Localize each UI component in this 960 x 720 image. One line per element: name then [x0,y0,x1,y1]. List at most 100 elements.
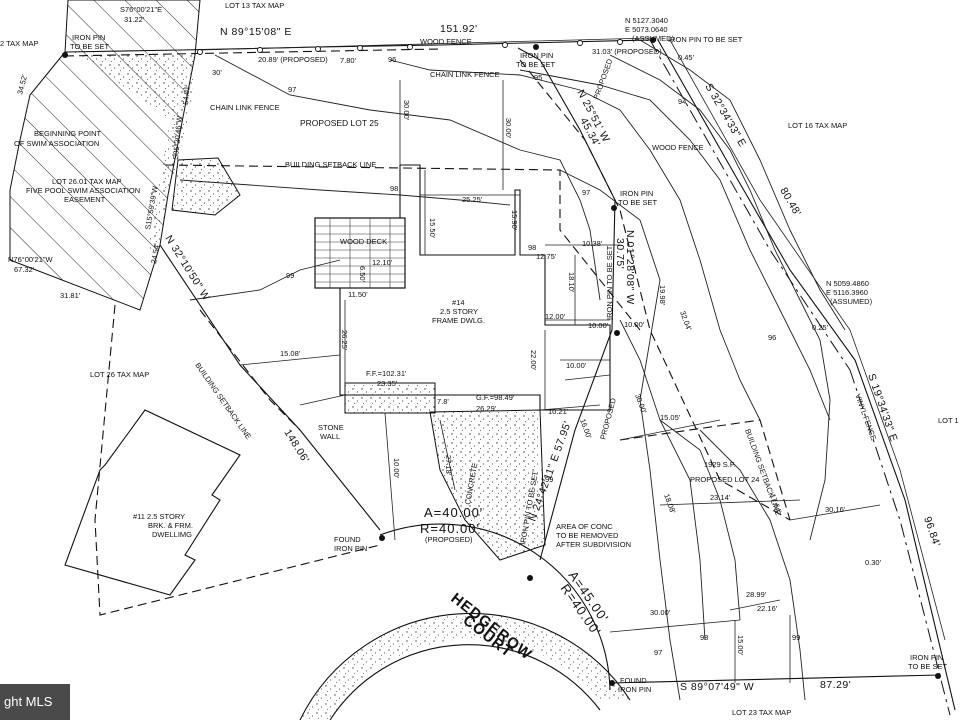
boundary-west-dash [94,304,381,616]
gf-label: G.F.=98.49' [476,393,515,402]
wood-deck-label: WOOD DECK [340,237,387,246]
proposed-lot25-label: PROPOSED LOT 25 [300,118,379,128]
bearing-b24: 31.81' [60,291,81,300]
beginning-point-2: OF SWIM ASSOCIATION [14,139,99,148]
boundary-south [609,674,941,684]
stone-wall-2: WALL [320,432,340,441]
proposed-label: PROPOSED [591,57,614,101]
contour-label-9: 96 [768,333,776,342]
bearing-b13: N 01°28'08" W [624,230,636,305]
dim-17: 10.00' [588,321,609,330]
wood-fence-line [199,37,651,51]
bearing-b25: 34.52' [15,73,29,95]
bearing-b8: 87.29' [820,679,851,691]
dim-1: 20.89' (PROPOSED) [258,55,328,64]
dim-3: 30.00' [402,100,411,121]
area-conc-1: AREA OF CONC [556,522,613,531]
lot23-label: LOT 23 TAX MAP [732,708,791,717]
coord-right-2: E 5116.3960 [826,288,868,297]
proposed-lot24-label: PROPOSED LOT 24 [690,475,759,484]
ff-label: F.F.=102.31' [366,369,407,378]
contour-label-12: 99 [792,633,800,642]
bearing-b17: 31.22' [124,15,145,24]
bearing-b2: 151.92' [440,23,478,35]
dim-22: 26.25' [340,330,349,351]
boundary-west [159,244,381,531]
dim-25: 10.00' [392,458,401,479]
house-14-outline [339,164,611,411]
dwelling14-2: 2.5 STORY [440,307,478,316]
iron-pin-tr: IRON PIN TO BE SET [668,35,743,44]
bearing-b22: S05°20'46"W [171,114,184,160]
dim-0: 30' [212,68,222,77]
dwelling14-3: FRAME DWLG. [432,316,485,325]
dim-43: 16.00' [578,418,594,441]
dim-18: 10.00' [624,320,645,329]
dim-35: 22.16' [757,604,778,613]
dim-2: 7.80' [340,56,357,65]
setback-line-top [164,164,641,331]
beginning-point-1: BEGINNING POINT [34,129,102,138]
dim-6: 0.45' [678,53,695,62]
iron-pin-br-2: TO BE SET [908,662,947,671]
contour-label-3: 94 [678,97,686,106]
lot13-label: LOT 13 TAX MAP [225,1,284,10]
sf-label: 1929 S.F. [704,460,736,469]
dim-28: 26.29' [476,404,497,413]
coord-right-3: (ASSUMED) [830,297,873,306]
found-pin-2-a: FOUND [620,676,647,685]
proposed-label-3: PROPOSED [598,397,618,441]
fence-posts [197,39,623,55]
coord-top-2: E 5073.0640 [625,25,668,34]
dim-23: 15.08' [280,349,301,358]
iron-pin-mid-2: TO BE SET [618,198,657,207]
bearing-b4: 80.48' [777,186,803,219]
proposed-label-2: (PROPOSED) [425,535,473,544]
lot1-label: LOT 1 [938,416,959,425]
coord-top-3: (ASSUMED) [632,34,675,43]
setback-line-left [199,309,301,431]
dim-24: 23.35' [377,379,398,388]
boundary-east-line [657,39,956,711]
vinyl-fence-line [669,39,946,641]
arc-2: R=40.00' [420,521,480,536]
found-pin-2-b: IRON PIN [618,685,651,694]
dim-26: 27.18' [444,455,453,476]
iron-pin-br-1: IRON PIN [910,653,943,662]
contour-label-2: 95 [534,73,542,82]
interior-lot-line-2 [519,59,791,521]
dim-9: 15.90' [510,210,519,231]
wood-fence-top-label: WOOD FENCE [420,37,472,46]
iron-pin-tl-2: TO BE SET [70,42,109,51]
dim-5: 31.03' (PROPOSED) [592,47,662,56]
iron-pin-top-1: IRON PIN [520,51,553,60]
bearing-b1: N 89°15'08" E [220,26,292,38]
dim-38: 0.30' [865,558,882,567]
boundary-east-1 [649,39,851,371]
contour-label-0: 97 [288,85,296,94]
culdesac-inner [329,644,601,720]
bearing-b6: 96.84' [921,515,943,548]
iron-pin-mid-1: IRON PIN [620,189,653,198]
contour-label-11: 98 [700,633,708,642]
dim-36: 28.99' [746,590,767,599]
bearing-b9: N 32°10'50" W [162,233,212,303]
chain-link-left-label: CHAIN LINK FENCE [210,103,280,112]
road-edge [379,523,611,691]
chain-link-top-label: CHAIN LINK FENCE [430,70,500,79]
bearing-b23: 54.01' [181,84,192,105]
dim-33: 23.14' [710,493,731,502]
setback-top-label: BUILDING SETBACK LINE [285,160,376,169]
dim-11: 12.75' [536,252,557,261]
contour-label-5: 99 [286,271,294,280]
dim-10: 10.38' [582,239,603,248]
stone-wall-1: STONE [318,423,344,432]
dim-8: 15.50' [428,218,437,239]
dim-40: 0.25' [812,323,829,332]
dwelling14-1: #14 [452,298,465,307]
culdesac-curb [300,613,630,720]
dwelling11-2: BRK. & FRM. [148,521,193,530]
contour-label-4: 98 [390,184,398,193]
dim-32: 15.05' [660,413,681,422]
